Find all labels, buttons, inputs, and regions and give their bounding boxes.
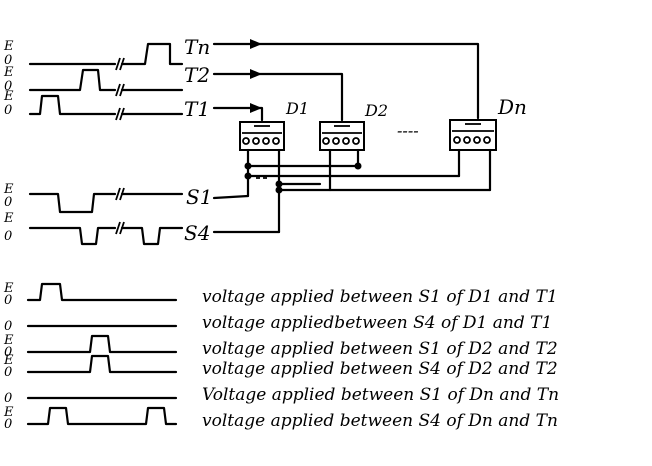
- s1-label: S1: [186, 185, 212, 209]
- device-d1: D1: [239, 99, 309, 151]
- device-dn-label: Dn: [497, 95, 527, 119]
- legend-row: E0 voltage applied between S4 of Dn and T…: [3, 405, 558, 432]
- legend-waveform: [26, 406, 178, 426]
- tn-waveform: E 0: [3, 39, 184, 71]
- t1-line: [212, 103, 264, 122]
- s4-label: S4: [184, 221, 210, 245]
- t2-line: [212, 69, 344, 122]
- legend-low-level-label: 0: [4, 319, 12, 334]
- t2-high-level-label: E: [3, 65, 14, 80]
- device-d2-label: D2: [364, 101, 388, 120]
- legend-high-level-label: E: [3, 405, 14, 420]
- s1-line: [212, 194, 250, 200]
- legend-high-level-label: E: [3, 333, 14, 348]
- t1-high-level-label: E: [3, 89, 14, 104]
- s1-high-level-label: E: [3, 182, 14, 197]
- legend-caption: Voltage applied between S1 of Dn and Tn: [202, 385, 559, 405]
- legend-low-level-label: 0: [4, 365, 12, 380]
- s4-waveform: E 0: [3, 211, 184, 246]
- t1-low-level-label: 0: [4, 103, 12, 118]
- t2-waveform: E 0: [3, 65, 184, 97]
- legend-high-level-label: E: [3, 281, 14, 296]
- legend-caption: voltage appliedbetween S4 of D1 and T1: [202, 313, 552, 333]
- legend-caption: voltage applied between S4 of D2 and T2: [202, 359, 558, 379]
- s4-high-level-label: E: [3, 211, 14, 226]
- t1-label: T1: [184, 97, 210, 121]
- s1-waveform: E 0: [3, 182, 184, 214]
- t2-low-level-label: 0: [4, 79, 12, 94]
- t2-label: T2: [184, 63, 210, 87]
- legend-low-level-label: 0: [4, 417, 12, 432]
- tn-line: [212, 39, 480, 120]
- tn-high-level-label: E: [3, 39, 14, 54]
- t1-waveform: E 0: [3, 89, 184, 121]
- s1-low-level-label: 0: [4, 195, 12, 210]
- s-bus-wiring: [244, 148, 492, 234]
- device-dn: Dn: [449, 95, 527, 151]
- legend-row: E0 voltage applied between S4 of D2 and T…: [3, 353, 558, 380]
- legend-waveform: [26, 334, 178, 354]
- device-d2: D2: [319, 101, 388, 151]
- tn-low-level-label: 0: [4, 53, 12, 68]
- legend-low-level-label: 0: [4, 345, 12, 360]
- device-ellipsis: ----: [397, 121, 419, 140]
- legend-low-level-label: 0: [4, 391, 12, 406]
- legend-low-level-label: 0: [4, 293, 12, 308]
- legend-waveform: [26, 354, 178, 374]
- legend-row: E0 voltage applied between S1 of D2 and T…: [3, 333, 558, 360]
- legend-caption: voltage applied between S4 of Dn and Tn: [202, 411, 558, 431]
- legend-row: E0 voltage applied between S1 of D1 and T…: [3, 281, 558, 308]
- legend-caption: voltage applied between S1 of D2 and T2: [202, 339, 558, 359]
- device-d1-label: D1: [285, 99, 309, 118]
- s4-low-level-label: 0: [4, 229, 12, 244]
- tn-label: Tn: [184, 35, 210, 59]
- legend-waveform: [26, 282, 178, 302]
- legend-high-level-label: E: [3, 353, 14, 368]
- legend-row: 0 Voltage applied between S1 of Dn and Tn: [4, 385, 559, 406]
- legend-row: 0 voltage appliedbetween S4 of D1 and T1: [4, 313, 552, 334]
- legend-caption: voltage applied between S1 of D1 and T1: [202, 287, 558, 307]
